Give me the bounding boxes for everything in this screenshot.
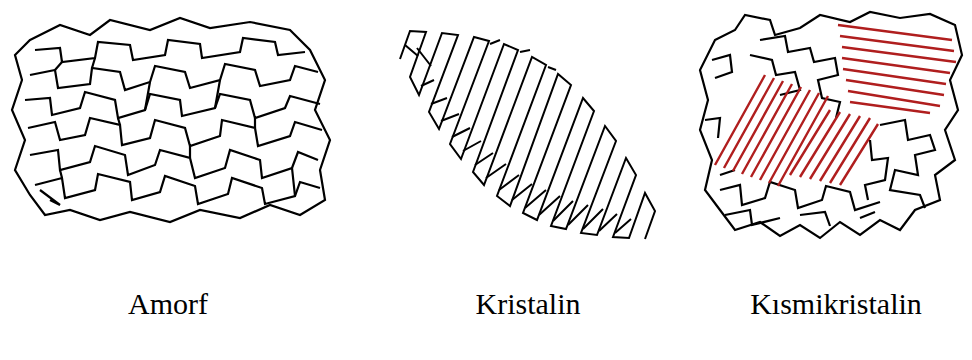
structure-label: Amorf bbox=[128, 286, 208, 322]
crystalline-lamellae bbox=[715, 25, 956, 186]
crystalline-folded-chain bbox=[400, 31, 655, 239]
semicrystalline-amorphous-chains bbox=[700, 12, 962, 238]
amorphous-chains bbox=[12, 18, 330, 222]
structure-label: Kısmikristalin bbox=[750, 286, 922, 322]
structure-label: Kristalin bbox=[476, 286, 581, 322]
